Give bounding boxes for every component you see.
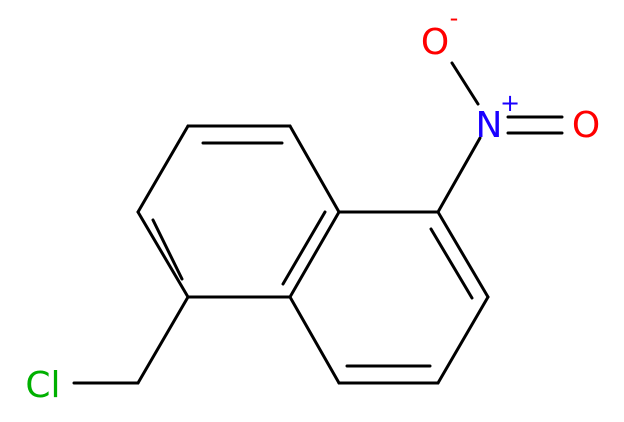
- bond-c5-c6-inner: [151, 218, 184, 281]
- bond-c7-c6r: [436, 295, 490, 385]
- bond-c2-c8a: [288, 124, 341, 214]
- bond-c8a-c4a-inner: [281, 210, 327, 286]
- bond-c8-c7-inner: [429, 227, 474, 300]
- bond-c8-c7: [436, 210, 490, 299]
- bond-c6-c1: [136, 124, 190, 214]
- atom-oxygen-right: O: [572, 105, 600, 146]
- atom-oxygen-top: O: [421, 22, 449, 63]
- bond-c8-n: [436, 136, 482, 214]
- bond-c8a-c4a: [288, 210, 341, 299]
- atom-nitrogen: N: [476, 105, 503, 146]
- atom-chlorine: Cl: [25, 365, 60, 406]
- bond-n-o-top: [450, 61, 480, 106]
- charge-plus: +: [500, 89, 520, 117]
- bonds: [72, 61, 564, 385]
- bond-c5r-c4a: [288, 295, 341, 385]
- charge-minus: -: [450, 4, 459, 32]
- atom-labels: Cl N + O - O: [25, 4, 600, 406]
- bond-c5-ch2: [136, 295, 190, 385]
- bond-c5-c6: [136, 210, 190, 299]
